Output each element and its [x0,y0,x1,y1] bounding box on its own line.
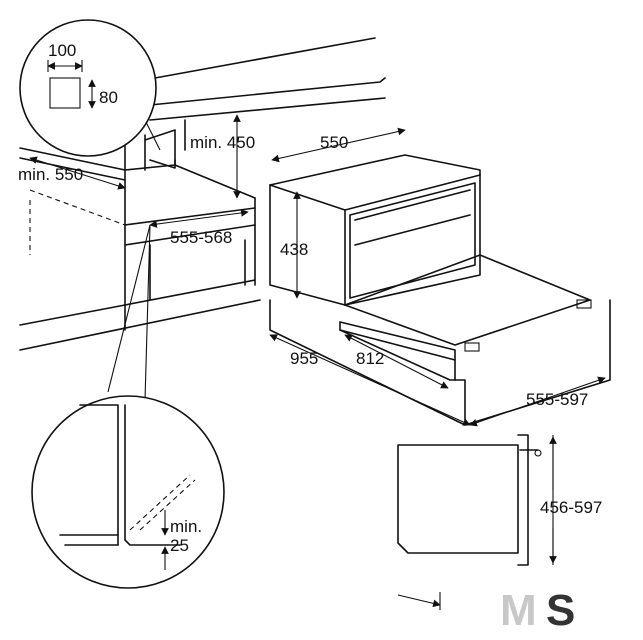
niche-width-label: min. 550 [18,165,83,184]
vent-detail-circle: 100 80 [19,19,157,157]
logo-letter-m: M [500,586,537,635]
cabinet-depth-label: 555-597 [526,390,588,409]
min-clearance-label: min. 450 [190,133,255,152]
cabinet-height-label: 456-597 [540,498,602,517]
oven-width-label: 550 [320,133,348,152]
niche-depth-label: 555-568 [170,228,232,247]
logo-letter-s: S [546,586,575,635]
oven-dimensions: 550 min. 450 min. 550 555-568 438 955 81… [18,114,606,427]
vent-width-label: 100 [48,41,76,60]
side-view: 456-597 [397,434,602,610]
brand-logo: M S [500,586,575,635]
rail-extension-label: 812 [356,349,384,368]
oven-height-label: 438 [280,240,308,259]
min-label: min. [170,517,202,536]
rail-depth-label: 955 [290,349,318,368]
min-gap-label: 25 [170,536,189,555]
gap-detail-circle: min. 25 [31,395,225,589]
vent-height-label: 80 [99,88,118,107]
